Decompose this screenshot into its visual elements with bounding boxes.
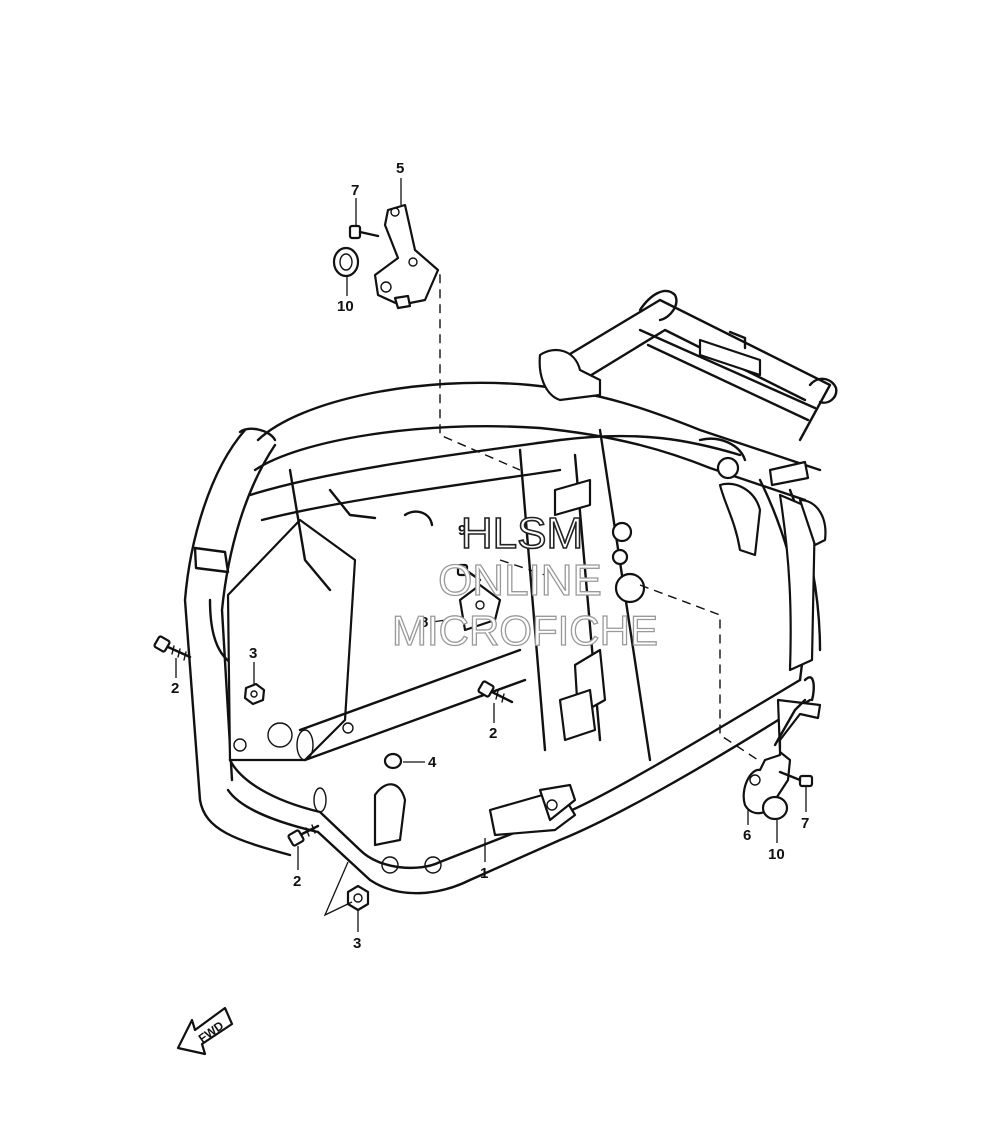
watermark-line-2: ONLINE — [438, 556, 602, 605]
callout-4: 4 — [428, 754, 437, 771]
callout-2: 2 — [489, 725, 497, 742]
callout-numbers: 1 2 2 2 3 3 4 5 6 7 7 8 9 10 10 — [171, 160, 809, 952]
callout-10: 10 — [337, 298, 354, 315]
callout-2: 2 — [293, 873, 301, 890]
bracket-part-5 — [373, 203, 440, 310]
callout-1: 1 — [480, 865, 488, 882]
nut-part-3-upper — [243, 682, 266, 706]
leader-lines — [175, 178, 807, 932]
callout-3: 3 — [249, 645, 257, 662]
bracket-part-6 — [742, 698, 822, 815]
bolt-part-2-left — [153, 635, 192, 661]
bolt-part-2-lower — [287, 824, 320, 847]
cap-part-10-lower — [761, 795, 789, 821]
main-frame — [183, 289, 838, 895]
callout-5: 5 — [396, 160, 404, 177]
callout-10: 10 — [768, 846, 785, 863]
cap-part-10-upper — [332, 246, 360, 278]
nut-part-3-lower — [323, 861, 370, 917]
callout-7: 7 — [351, 182, 359, 199]
watermark-line-3: MICROFICHE — [392, 607, 658, 654]
callout-7: 7 — [801, 815, 809, 832]
fwd-arrow: FWD — [176, 1006, 234, 1056]
bolt-part-7-upper — [348, 224, 380, 240]
bolt-part-9 — [456, 563, 482, 582]
callout-2: 2 — [171, 680, 179, 697]
bolt-part-2-center — [477, 680, 514, 704]
grommet-part-4 — [383, 752, 403, 770]
watermark: HLSM ONLINE MICROFICHE — [391, 508, 658, 654]
callout-8: 8 — [420, 614, 428, 631]
watermark-line-1: HLSM — [461, 509, 583, 558]
callout-9: 9 — [458, 522, 466, 539]
callout-3: 3 — [353, 935, 361, 952]
bracket-part-8 — [458, 583, 502, 632]
callout-6: 6 — [743, 827, 751, 844]
